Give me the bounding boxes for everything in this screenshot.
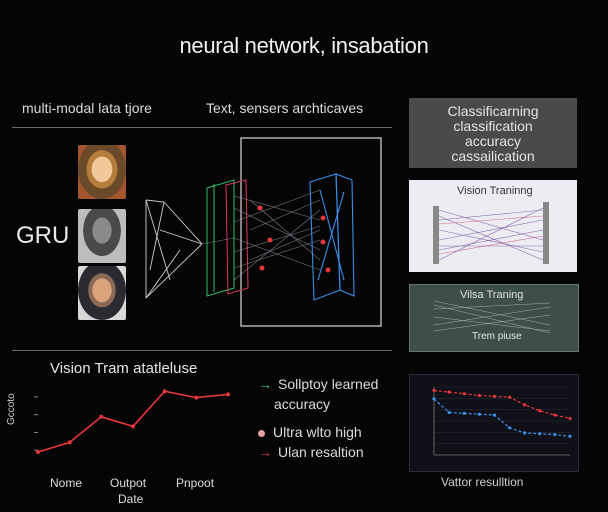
red-layer-prism [225, 179, 249, 295]
classification-line-3: accuracy [464, 133, 522, 149]
classification-line-4: cassailication [451, 148, 535, 164]
portrait-woman-image [78, 145, 126, 199]
data-point [553, 413, 557, 417]
data-point [432, 388, 436, 392]
legend-item-accuracy: accuracy [274, 396, 331, 412]
red-arrow-icon: → [258, 444, 272, 460]
green-training-subtitle: Trem piuse [472, 331, 522, 342]
data-point [568, 416, 572, 421]
data-point [131, 424, 135, 429]
classification-panel: Classificarning classification accuracy … [409, 98, 577, 168]
gru-label: GRU [16, 222, 70, 249]
red-nodes [257, 205, 331, 273]
left-chart-xtick-2: Outpot [110, 476, 147, 490]
series-line [433, 389, 571, 420]
multimodal-label: multi-modal lata tjore [22, 100, 152, 116]
data-point [523, 403, 527, 407]
legend-item-resolution: →Ulan resaltion [258, 444, 364, 460]
pink-dot-icon [258, 429, 265, 437]
divider-bottom [12, 350, 392, 351]
vision-training-graph [433, 202, 549, 264]
green-training-title: Vilsa Traning [460, 289, 524, 301]
data-point [507, 395, 512, 399]
series-line [433, 398, 571, 437]
connection-lines [201, 189, 321, 281]
right-line-chart [432, 386, 572, 456]
green-training-graph [433, 300, 551, 334]
vision-training-title: Vision Traninng [457, 185, 533, 197]
legend-item-learned: →Sollptoy learned [258, 376, 379, 392]
data-point [507, 426, 512, 430]
data-point [67, 440, 72, 445]
data-point [432, 397, 436, 401]
portrait-man-image [78, 266, 126, 320]
data-point [462, 411, 466, 415]
right-line-chart-frame [409, 374, 579, 472]
green-training-panel: Vilsa Traning Trem piuse [409, 284, 579, 352]
data-point [492, 394, 497, 398]
architecture-box [240, 137, 382, 327]
data-point [226, 392, 230, 397]
data-point [447, 390, 451, 394]
classification-line-2: classification [453, 118, 533, 134]
left-line-chart [34, 389, 230, 454]
data-point [477, 412, 481, 416]
data-point [447, 410, 451, 415]
right-chart-caption: Vattor resulltion [441, 475, 524, 489]
data-point [553, 433, 557, 437]
data-point [194, 395, 199, 400]
blue-layer-prism [309, 173, 355, 301]
data-point [99, 414, 104, 419]
classification-line-1: Classificarning [447, 103, 539, 119]
architecture-label: Text, sensers archticaves [206, 100, 364, 116]
page-title: neural network, insabation [179, 33, 429, 58]
data-point [568, 434, 572, 438]
input-wireframe [145, 199, 203, 300]
left-chart-ylabel: Gccoto [6, 393, 17, 425]
data-point [523, 431, 527, 435]
green-layer-prism [206, 179, 235, 297]
data-point [538, 409, 542, 413]
vision-training-panel: Vision Traninng [409, 180, 577, 272]
data-point [538, 432, 542, 436]
green-arrow-icon: → [258, 376, 272, 392]
network-diagram [145, 137, 382, 327]
series-line [37, 390, 229, 453]
data-point [36, 450, 40, 454]
data-point [492, 413, 497, 417]
data-point [462, 392, 466, 396]
left-chart-xtick-1: Nome [50, 476, 83, 490]
left-chart-title: Vision Tram atatleluse [50, 360, 198, 377]
data-point [477, 393, 481, 398]
data-point [162, 389, 167, 394]
portrait-statue-image [78, 209, 126, 263]
left-chart-xlabel: Date [118, 492, 144, 506]
left-chart-xtick-3: Pnpoot [176, 476, 215, 490]
legend-item-ultra-high: Ultra wlto high [258, 424, 362, 440]
divider-top [12, 127, 392, 128]
